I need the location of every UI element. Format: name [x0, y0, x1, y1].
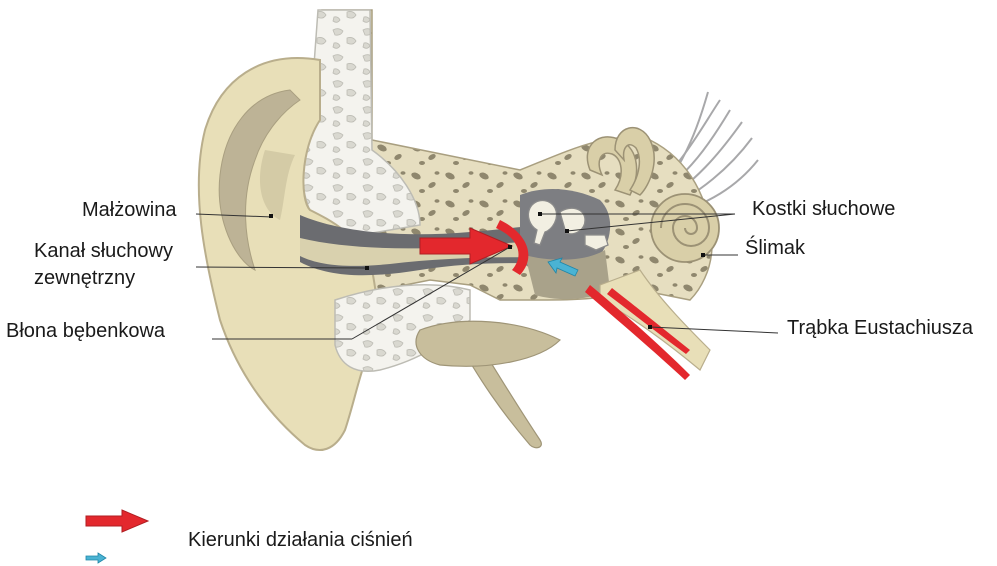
mastoid-process — [416, 321, 560, 366]
legend-arrow-blue — [86, 553, 106, 563]
label-cochlea: Ślimak — [745, 236, 805, 260]
legend-arrow-red — [86, 510, 148, 532]
cochlea-shape — [651, 194, 719, 262]
label-eustachian-tube: Trąbka Eustachiusza — [787, 316, 973, 340]
label-ossicles: Kostki słuchowe — [752, 197, 895, 221]
label-ear-canal-line2: zewnętrzny — [34, 266, 135, 290]
legend-text: Kierunki działania ciśnień — [188, 528, 413, 552]
label-auricle: Małżowina — [82, 198, 176, 222]
label-eardrum: Błona bębenkowa — [6, 319, 165, 343]
label-ear-canal-line1: Kanał słuchowy — [34, 239, 173, 263]
